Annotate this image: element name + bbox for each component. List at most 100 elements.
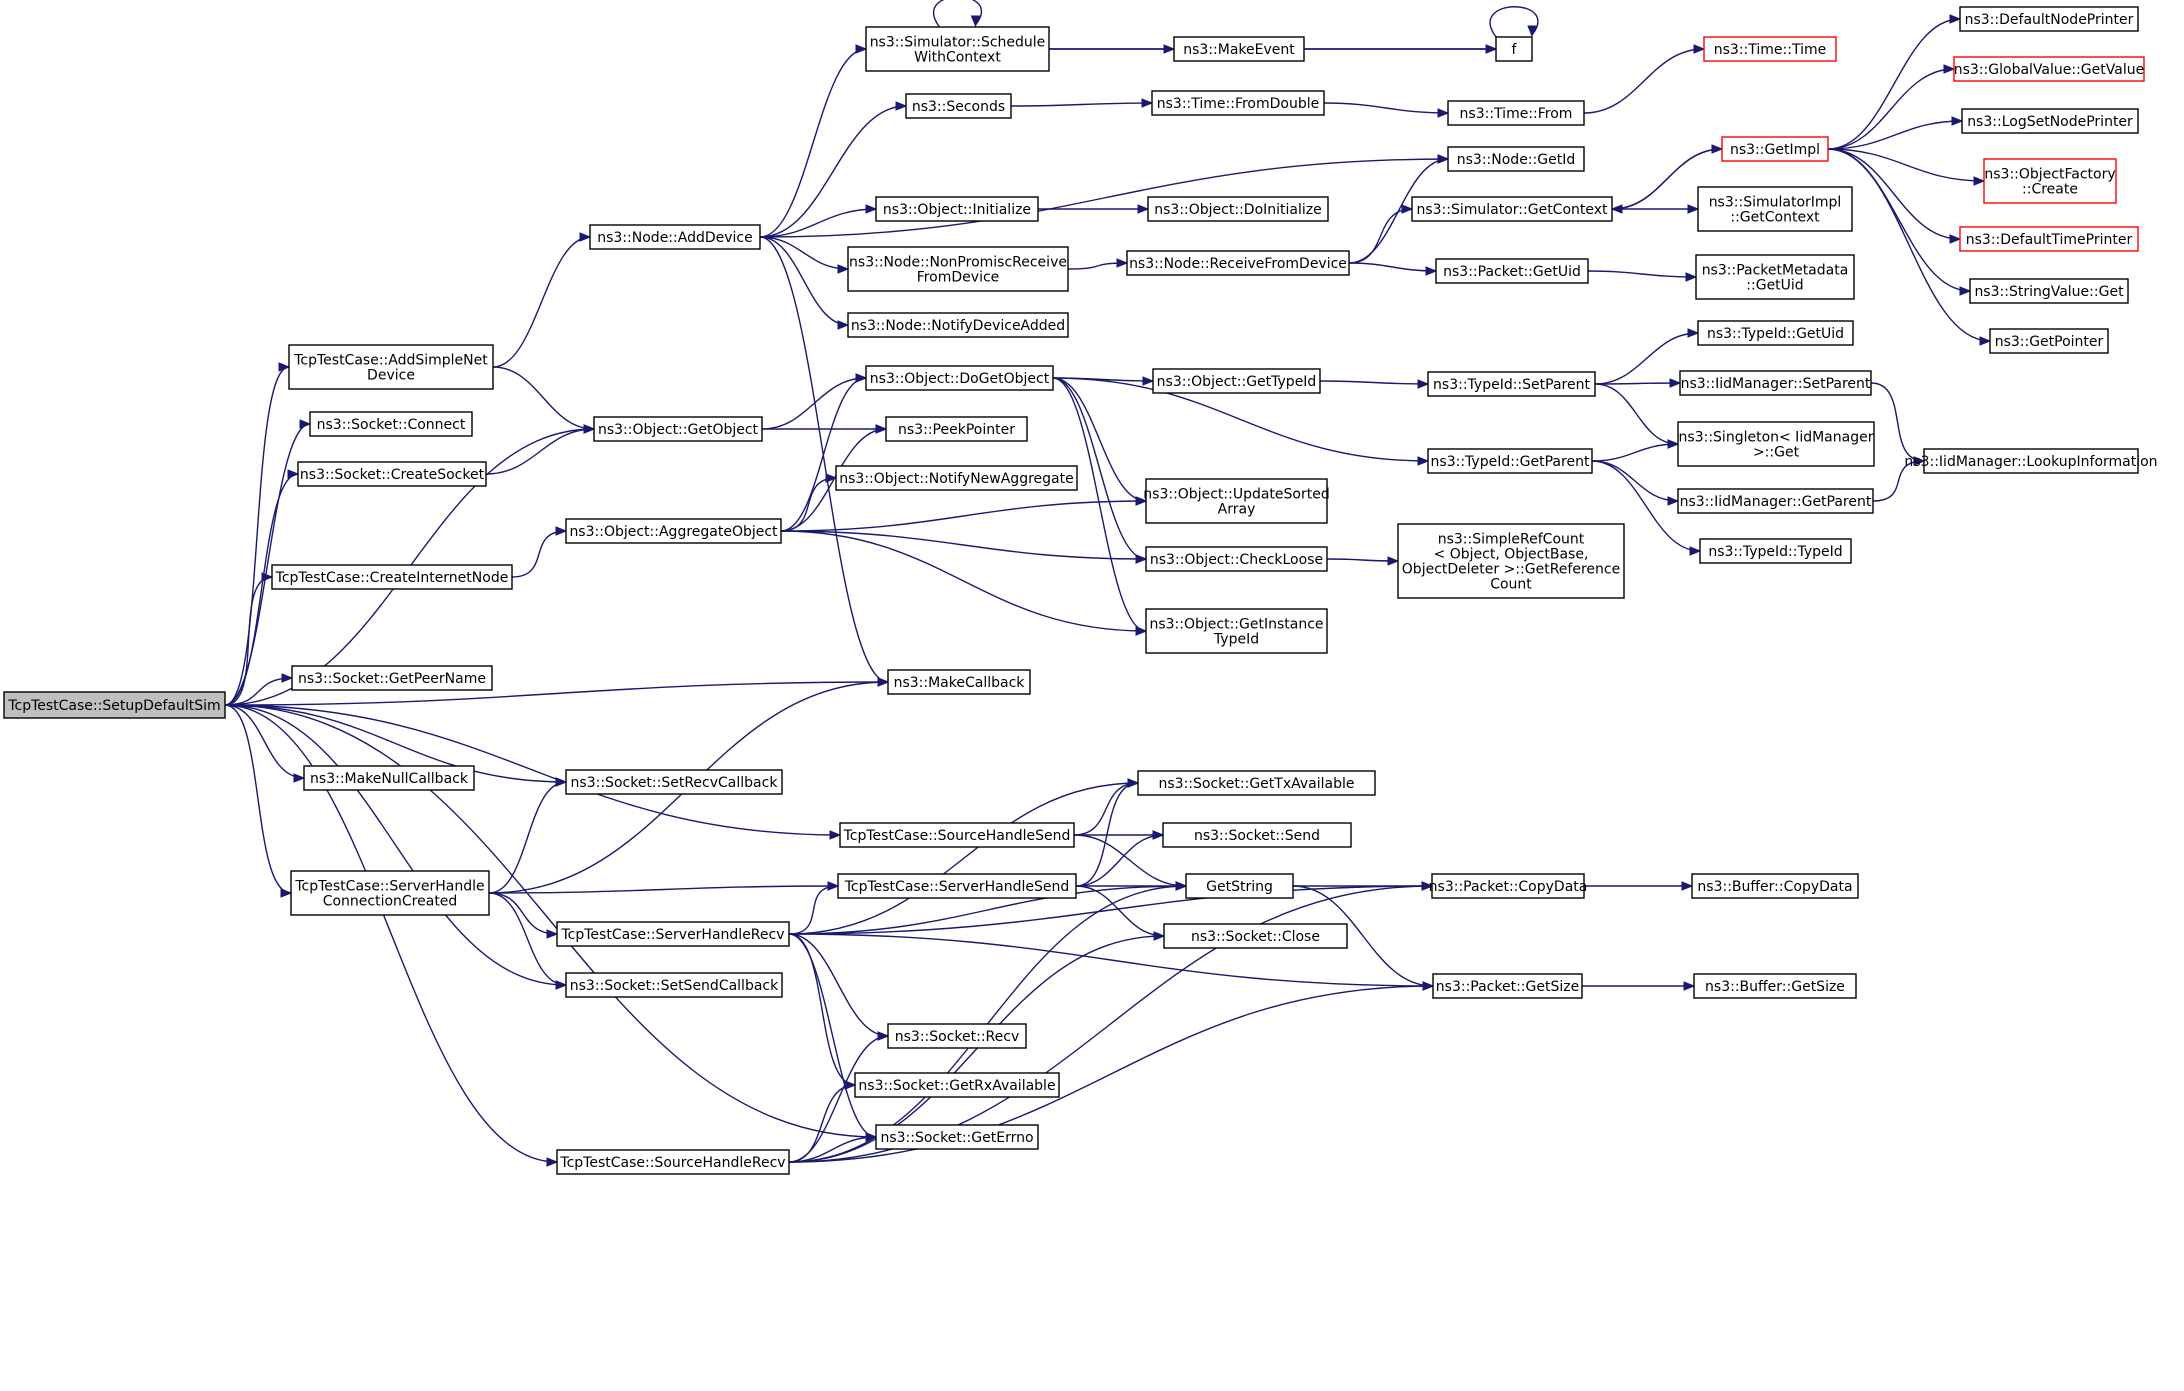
node-serverrecv[interactable]: TcpTestCase::ServerHandleRecv bbox=[556, 921, 790, 947]
node-setup[interactable]: TcpTestCase::SetupDefaultSim bbox=[3, 691, 226, 719]
node-close[interactable]: ns3::Socket::Close bbox=[1163, 923, 1348, 949]
node-typeidsetparent[interactable]: ns3::TypeId::SetParent bbox=[1427, 371, 1596, 397]
node-stringvalueget[interactable]: ns3::StringValue::Get bbox=[1969, 278, 2129, 304]
node-getpeername[interactable]: ns3::Socket::GetPeerName bbox=[291, 665, 493, 691]
node-gettxavail[interactable]: ns3::Socket::GetTxAvailable bbox=[1137, 770, 1376, 796]
node-setrecvcb[interactable]: ns3::Socket::SetRecvCallback bbox=[565, 769, 783, 795]
node-createinternet[interactable]: TcpTestCase::CreateInternetNode bbox=[271, 564, 513, 590]
node-seconds[interactable]: ns3::Seconds bbox=[905, 93, 1012, 119]
node-simplerefcount[interactable]: ns3::SimpleRefCount< Object, ObjectBase,… bbox=[1397, 523, 1625, 599]
node-deftimeprinter[interactable]: ns3::DefaultTimePrinter bbox=[1959, 226, 2139, 252]
node-makeevent[interactable]: ns3::MakeEvent bbox=[1173, 36, 1305, 62]
node-connect[interactable]: ns3::Socket::Connect bbox=[309, 411, 473, 437]
node-iidsetparent[interactable]: ns3::IidManager::SetParent bbox=[1679, 370, 1872, 396]
edge-getimpl-to-globalvalue bbox=[1827, 68, 1955, 150]
node-box bbox=[1989, 328, 2109, 354]
node-bufcopydata[interactable]: ns3::Buffer::CopyData bbox=[1691, 873, 1859, 899]
node-addDevice[interactable]: ns3::Node::AddDevice bbox=[589, 224, 761, 250]
edge-arrowhead bbox=[1422, 981, 1435, 991]
node-label: ns3::Socket::CreateSocket bbox=[300, 467, 485, 483]
node-recvfromdev[interactable]: ns3::Node::ReceiveFromDevice bbox=[1126, 250, 1350, 276]
node-pktgetsize[interactable]: ns3::Packet::GetSize bbox=[1432, 973, 1583, 999]
node-timefrom[interactable]: ns3::Time::From bbox=[1447, 100, 1585, 126]
edge-sourcerecv-to-recv bbox=[788, 1035, 889, 1163]
edge-nonpromisc-to-recvfromdev bbox=[1067, 262, 1128, 270]
node-getpointer[interactable]: ns3::GetPointer bbox=[1989, 328, 2109, 354]
node-sourcesend[interactable]: TcpTestCase::SourceHandleSend bbox=[839, 822, 1075, 848]
edge-serverconn-to-serverrecv bbox=[488, 892, 558, 935]
edge-typeidgetparent-to-typeidtypeid bbox=[1591, 460, 1701, 552]
edge-serversend-to-gettxavail bbox=[1075, 782, 1139, 887]
node-aggregate[interactable]: ns3::Object::AggregateObject bbox=[565, 518, 782, 544]
node-checkloose[interactable]: ns3::Object::CheckLoose bbox=[1145, 546, 1328, 572]
node-pktmetauid[interactable]: ns3::PacketMetadata::GetUid bbox=[1695, 254, 1855, 300]
node-box bbox=[1185, 873, 1294, 899]
node-logsetnode[interactable]: ns3::LogSetNodePrinter bbox=[1961, 108, 2139, 134]
node-box bbox=[847, 246, 1069, 292]
node-objinit[interactable]: ns3::Object::Initialize bbox=[875, 196, 1039, 222]
node-label: Count bbox=[1490, 577, 1532, 593]
node-notifynewagg[interactable]: ns3::Object::NotifyNewAggregate bbox=[835, 465, 1078, 491]
node-serverconn[interactable]: TcpTestCase::ServerHandleConnectionCreat… bbox=[290, 870, 490, 916]
node-getobject[interactable]: ns3::Object::GetObject bbox=[593, 416, 763, 442]
node-globalvalue[interactable]: ns3::GlobalValue::GetValue bbox=[1953, 56, 2145, 82]
node-typeidgetuid[interactable]: ns3::TypeId::GetUid bbox=[1697, 320, 1854, 346]
node-box bbox=[1151, 90, 1325, 116]
node-createsocket[interactable]: ns3::Socket::CreateSocket bbox=[297, 461, 487, 487]
edge-arrowhead bbox=[877, 677, 890, 687]
edge-f-to-f bbox=[1489, 6, 1539, 38]
node-gettypeid[interactable]: ns3::Object::GetTypeId bbox=[1152, 368, 1321, 394]
node-typeidtypeid[interactable]: ns3::TypeId::TypeId bbox=[1699, 538, 1852, 564]
edge-arrowhead bbox=[1979, 336, 1992, 346]
node-simimplctx[interactable]: ns3::SimulatorImpl::GetContext bbox=[1697, 186, 1853, 232]
node-doinit[interactable]: ns3::Object::DoInitialize bbox=[1147, 196, 1329, 222]
node-label: ns3::PacketMetadata bbox=[1702, 263, 1849, 279]
node-recv[interactable]: ns3::Socket::Recv bbox=[887, 1023, 1027, 1049]
node-nodegetid[interactable]: ns3::Node::GetId bbox=[1447, 146, 1585, 172]
node-bufgetsize[interactable]: ns3::Buffer::GetSize bbox=[1693, 973, 1857, 999]
node-box bbox=[1145, 546, 1328, 572]
node-simgetctx[interactable]: ns3::Simulator::GetContext bbox=[1411, 196, 1613, 222]
node-pktgetuid[interactable]: ns3::Packet::GetUid bbox=[1435, 258, 1589, 284]
node-box bbox=[1677, 421, 1875, 467]
node-fromdouble[interactable]: ns3::Time::FromDouble bbox=[1151, 90, 1325, 116]
node-setsendcb[interactable]: ns3::Socket::SetSendCallback bbox=[565, 972, 783, 998]
node-makecallback[interactable]: ns3::MakeCallback bbox=[887, 669, 1031, 695]
node-box bbox=[1145, 608, 1328, 654]
node-sourcerecv[interactable]: TcpTestCase::SourceHandleRecv bbox=[556, 1149, 790, 1175]
node-typeidgetparent[interactable]: ns3::TypeId::GetParent bbox=[1427, 448, 1593, 474]
edge-setup-to-sourcesend bbox=[224, 704, 841, 836]
node-box bbox=[887, 1023, 1027, 1049]
node-pktcopydata[interactable]: ns3::Packet::CopyData bbox=[1429, 873, 1588, 899]
node-defnodeprinter[interactable]: ns3::DefaultNodePrinter bbox=[1959, 6, 2139, 32]
node-box bbox=[1691, 873, 1859, 899]
node-f[interactable]: f bbox=[1495, 36, 1533, 62]
node-label: ns3::Object::GetObject bbox=[598, 422, 759, 438]
node-getrxavail[interactable]: ns3::Socket::GetRxAvailable bbox=[854, 1072, 1060, 1098]
node-makenullcb[interactable]: ns3::MakeNullCallback bbox=[303, 765, 475, 791]
node-notifydev[interactable]: ns3::Node::NotifyDeviceAdded bbox=[847, 312, 1069, 338]
node-serversend[interactable]: TcpTestCase::ServerHandleSend bbox=[837, 873, 1077, 899]
node-send[interactable]: ns3::Socket::Send bbox=[1162, 822, 1352, 848]
node-geterrno[interactable]: ns3::Socket::GetErrno bbox=[875, 1124, 1039, 1150]
node-iidgetparent[interactable]: ns3::IidManager::GetParent bbox=[1677, 488, 1874, 514]
node-objfactory[interactable]: ns3::ObjectFactory::Create bbox=[1983, 158, 2117, 204]
node-getimpl[interactable]: ns3::GetImpl bbox=[1721, 136, 1829, 162]
edge-arrowhead bbox=[1683, 981, 1696, 991]
node-peekptr[interactable]: ns3::PeekPointer bbox=[885, 416, 1028, 442]
edge-arrowhead bbox=[1141, 98, 1154, 108]
node-timetime[interactable]: ns3::Time::Time bbox=[1703, 36, 1837, 62]
edge-arrowhead bbox=[1425, 266, 1438, 276]
edge-arrowhead bbox=[261, 572, 274, 582]
edge-arrowhead bbox=[1417, 456, 1430, 466]
node-lookupinfo[interactable]: ns3::IidManager::LookupInformation bbox=[1904, 448, 2158, 474]
node-box bbox=[865, 365, 1054, 391]
node-dogetobject[interactable]: ns3::Object::DoGetObject bbox=[865, 365, 1054, 391]
node-singleton[interactable]: ns3::Singleton< IidManager>::Get bbox=[1677, 421, 1875, 467]
node-getstring[interactable]: GetString bbox=[1185, 873, 1294, 899]
